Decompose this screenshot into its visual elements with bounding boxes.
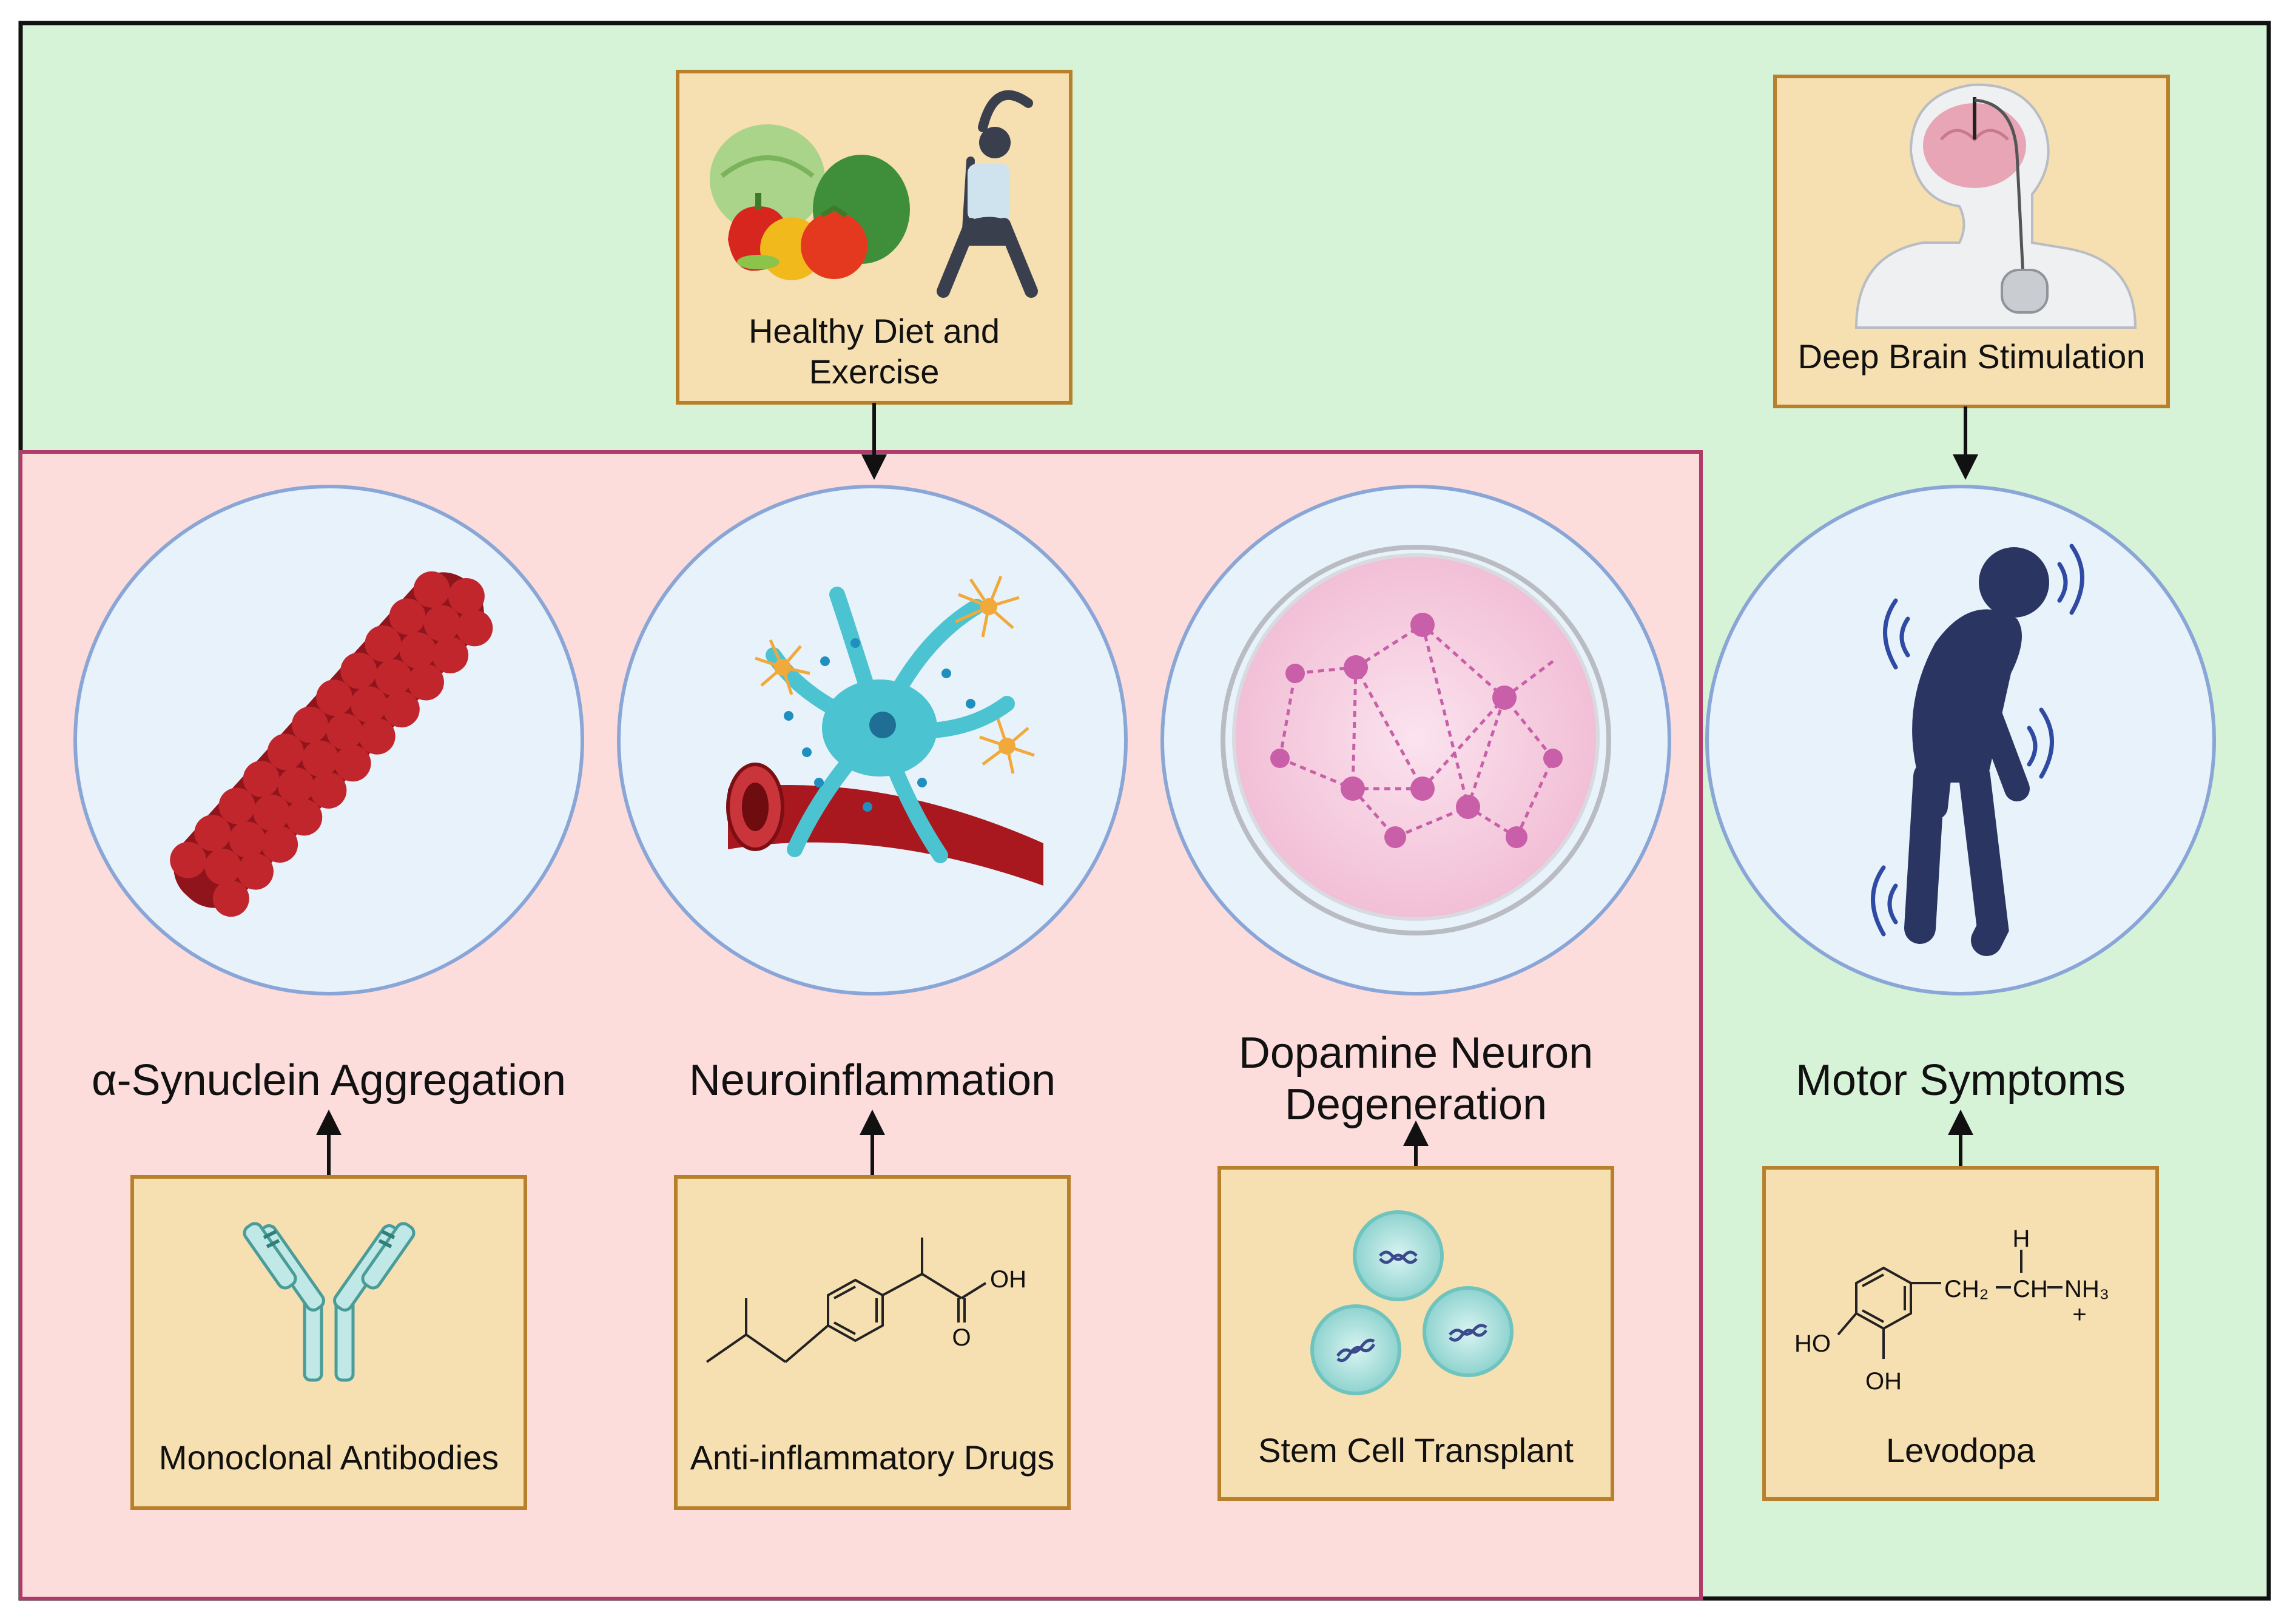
petri-dish-neurons-icon bbox=[1221, 545, 1611, 935]
ibuprofen-o: O bbox=[952, 1324, 971, 1351]
dbs-label: Deep Brain Stimulation bbox=[1798, 337, 2146, 376]
diet-exercise-label-line1: Healthy Diet and bbox=[749, 312, 1000, 350]
ibuprofen-structure-icon bbox=[706, 1238, 987, 1363]
neuroinflammation-circle bbox=[617, 485, 1128, 996]
stem-cells-icon bbox=[1310, 1210, 1514, 1395]
anti-inflammatory-label: Anti-inflammatory Drugs bbox=[690, 1438, 1055, 1477]
dopamine-label-line1: Dopamine Neuron bbox=[1239, 1029, 1593, 1077]
levodopa-h: H bbox=[2013, 1225, 2030, 1252]
levodopa-plus: + bbox=[2072, 1301, 2086, 1328]
antibodies-label: Monoclonal Antibodies bbox=[159, 1438, 499, 1477]
neuron-vessel-icon bbox=[726, 576, 1043, 886]
diet-exercise-label-line2: Exercise bbox=[809, 352, 940, 391]
levodopa-label: Levodopa bbox=[1886, 1431, 2036, 1469]
stooped-person-icon bbox=[1871, 544, 2084, 956]
levodopa-oh: OH bbox=[1865, 1368, 1902, 1395]
ibuprofen-oh: OH bbox=[990, 1266, 1026, 1293]
vegetables-icon bbox=[710, 124, 910, 280]
levodopa-box: CH₂ CH H NH₃ + HO OH Levodopa bbox=[1762, 1166, 2159, 1501]
motor-label: Motor Symptoms bbox=[1796, 1056, 2126, 1105]
synuclein-label: α-Synuclein Aggregation bbox=[92, 1056, 566, 1105]
levodopa-nh3: NH₃ bbox=[2064, 1276, 2109, 1302]
synuclein-circle bbox=[73, 485, 584, 996]
stem-cell-box: Stem Cell Transplant bbox=[1217, 1166, 1614, 1501]
neuroinflammation-label: Neuroinflammation bbox=[689, 1056, 1056, 1105]
brain-stimulator-icon bbox=[1854, 83, 2137, 329]
dbs-box: Deep Brain Stimulation bbox=[1773, 75, 2170, 408]
stem-cell-label: Stem Cell Transplant bbox=[1258, 1431, 1574, 1469]
levodopa-ho: HO bbox=[1794, 1330, 1831, 1357]
dopamine-circle bbox=[1160, 485, 1671, 996]
exercising-woman-icon bbox=[937, 90, 1038, 298]
motor-circle bbox=[1705, 485, 2216, 996]
levodopa-ch2: CH₂ bbox=[1944, 1276, 1989, 1302]
antibody-icon bbox=[243, 1222, 416, 1382]
anti-inflammatory-box: OH O Anti-inflammatory Drugs bbox=[674, 1175, 1071, 1510]
protein-aggregate-icon bbox=[170, 571, 493, 917]
diet-exercise-box: Healthy Diet and Exercise bbox=[676, 70, 1073, 405]
levodopa-ch: CH bbox=[2013, 1276, 2048, 1302]
antibodies-box: Monoclonal Antibodies bbox=[130, 1175, 527, 1510]
dopamine-label-line2: Degeneration bbox=[1285, 1080, 1547, 1129]
levodopa-structure-icon bbox=[1837, 1250, 2063, 1359]
